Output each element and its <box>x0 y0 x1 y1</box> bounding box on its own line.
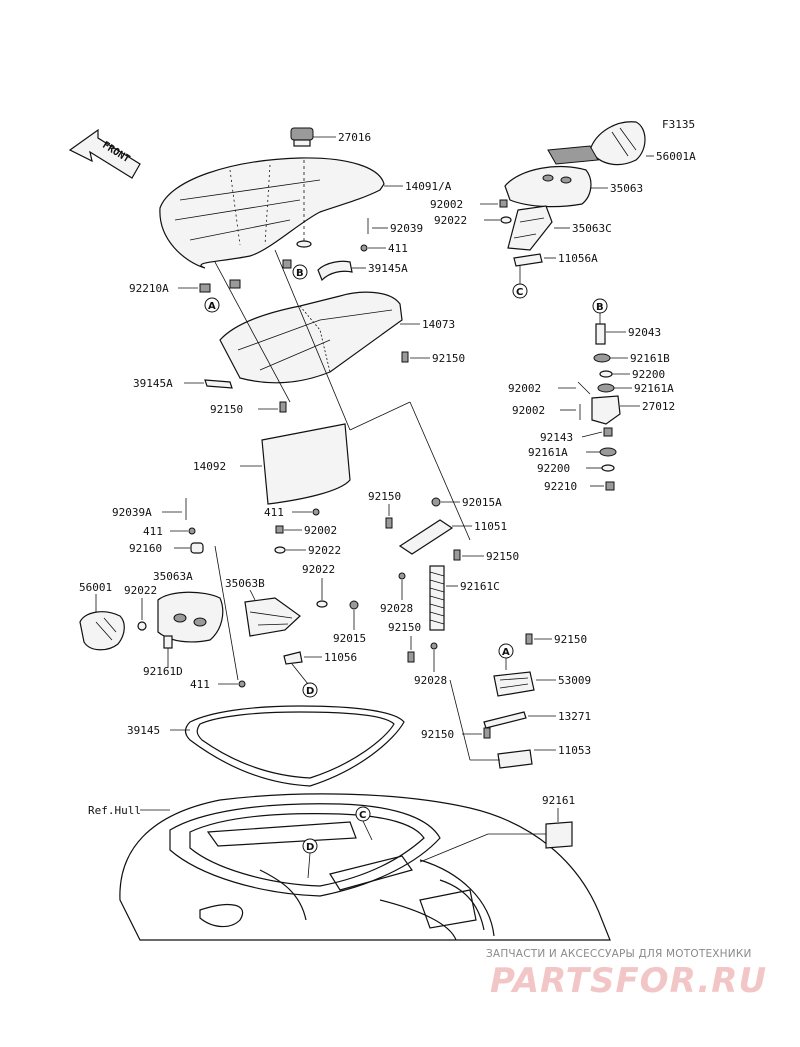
hinge-27012-part <box>591 395 621 425</box>
sticker-92161-part <box>545 821 573 849</box>
label-92002-b: 92002 <box>430 198 463 211</box>
latch-53009-part <box>493 671 535 697</box>
svg-text:A: A <box>502 647 510 658</box>
label-92160: 92160 <box>129 542 162 555</box>
label-35063B: 35063B <box>225 577 265 590</box>
callout-d-hull: D <box>302 838 318 854</box>
label-92022-a: 92022 <box>308 544 341 557</box>
label-92028-a: 92028 <box>380 602 413 615</box>
svg-text:C: C <box>516 287 523 298</box>
label-27016: 27016 <box>338 131 371 144</box>
label-92002-c: 92002 <box>508 382 541 395</box>
label-35063A: 35063A <box>153 570 193 583</box>
front-arrow-icon: FRONT <box>68 128 141 179</box>
figure-code: F3135 <box>662 118 695 131</box>
label-92200-a: 92200 <box>632 368 665 381</box>
label-92015: 92015 <box>333 632 366 645</box>
svg-text:C: C <box>359 810 366 821</box>
hull-outline <box>119 793 611 941</box>
label-411-a: 411 <box>388 242 408 255</box>
callout-b-seat: B <box>292 264 308 280</box>
label-92028-b: 92028 <box>414 674 447 687</box>
label-92143: 92143 <box>540 431 573 444</box>
label-92002-a: 92002 <box>304 524 337 537</box>
label-92150-b: 92150 <box>210 403 243 416</box>
label-27012: 27012 <box>642 400 675 413</box>
label-92210: 92210 <box>544 480 577 493</box>
label-92043: 92043 <box>628 326 661 339</box>
callout-a-latch: A <box>498 643 514 659</box>
label-411-c: 411 <box>143 525 163 538</box>
callout-a-seat: A <box>204 297 220 313</box>
bracket-35063B-part <box>244 597 301 637</box>
label-92161: 92161 <box>542 794 575 807</box>
seat-cover-part <box>159 157 385 269</box>
svg-text:D: D <box>306 842 314 853</box>
label-92002-d: 92002 <box>512 404 545 417</box>
label-92161C: 92161C <box>460 580 500 593</box>
label-92039: 92039 <box>390 222 423 235</box>
label-92150-e: 92150 <box>388 621 421 634</box>
liner-part <box>261 423 351 505</box>
label-11056A: 11056A <box>558 252 598 265</box>
watermark-tagline: ЗАПЧАСТИ И АКСЕССУАРЫ ДЛЯ МОТОТЕХНИКИ <box>486 948 752 960</box>
svg-text:D: D <box>306 686 314 697</box>
label-92161D: 92161D <box>143 665 183 678</box>
label-11053: 11053 <box>558 744 591 757</box>
label-53009: 53009 <box>558 674 591 687</box>
label-92022-b: 92022 <box>124 584 157 597</box>
label-92150-g: 92150 <box>421 728 454 741</box>
label-35063: 35063 <box>610 182 643 195</box>
label-92161A-a: 92161A <box>634 382 674 395</box>
label-35063C: 35063C <box>572 222 612 235</box>
label-56001A: 56001A <box>656 150 696 163</box>
callout-d-left: D <box>302 682 318 698</box>
svg-text:B: B <box>296 268 304 279</box>
label-92161B: 92161B <box>630 352 670 365</box>
label-14073: 14073 <box>422 318 455 331</box>
svg-text:B: B <box>596 302 604 313</box>
label-92022-d: 92022 <box>434 214 467 227</box>
left-mirror-part <box>79 611 125 651</box>
right-mirror-part <box>547 121 646 166</box>
ref-hull-label: Ref.Hull <box>88 804 141 817</box>
label-14091A: 14091/A <box>405 180 452 193</box>
label-92150-a: 92150 <box>432 352 465 365</box>
label-92039A: 92039A <box>112 506 152 519</box>
callout-b-right: B <box>592 298 608 314</box>
svg-text:A: A <box>208 301 216 312</box>
storage-tray-part <box>219 291 403 384</box>
label-92200-b: 92200 <box>537 462 570 475</box>
seal-39145-part <box>184 705 405 787</box>
callout-c-hull: C <box>355 806 371 822</box>
label-92022-c: 92022 <box>302 563 335 576</box>
label-92150-f: 92150 <box>554 633 587 646</box>
left-mirror-housing-part <box>157 591 224 643</box>
cap-part <box>290 127 336 147</box>
callout-c-right: C <box>512 283 528 299</box>
label-11051: 11051 <box>474 520 507 533</box>
label-92150-c: 92150 <box>368 490 401 503</box>
gas-spring-part <box>429 565 445 631</box>
label-411-b: 411 <box>264 506 284 519</box>
mirror-bracket-part <box>507 205 553 251</box>
label-39145A-top: 39145A <box>368 262 408 275</box>
right-mirror-housing-part <box>504 165 592 208</box>
label-11056: 11056 <box>324 651 357 664</box>
label-92210A: 92210A <box>129 282 169 295</box>
watermark-brand: PARTSFOR.RU <box>490 961 768 1001</box>
label-92150-d: 92150 <box>486 550 519 563</box>
label-92161A-b: 92161A <box>528 446 568 459</box>
label-13271: 13271 <box>558 710 591 723</box>
label-56001: 56001 <box>79 581 112 594</box>
label-92015A: 92015A <box>462 496 502 509</box>
label-39145: 39145 <box>127 724 160 737</box>
label-39145A: 39145A <box>133 377 173 390</box>
label-411-d: 411 <box>190 678 210 691</box>
label-14092: 14092 <box>193 460 226 473</box>
